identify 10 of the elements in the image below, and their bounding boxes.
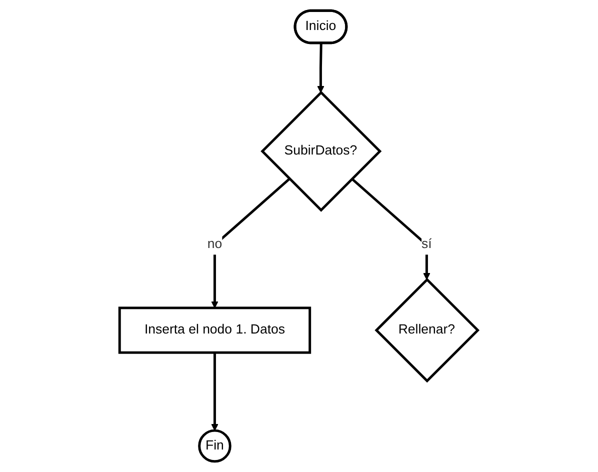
arrow [351,178,431,280]
node-diamond: SubirDatos? [260,90,382,212]
arrow [211,352,219,431]
edge-label: no [208,237,222,252]
arrow [317,43,325,93]
edge-label: sí [422,237,432,252]
node-diamond: Rellenar? [374,278,480,383]
node-circle: Fin [198,429,232,463]
arrow [211,178,291,308]
node-box: Inserta el nodo 1. Datos [118,306,312,354]
